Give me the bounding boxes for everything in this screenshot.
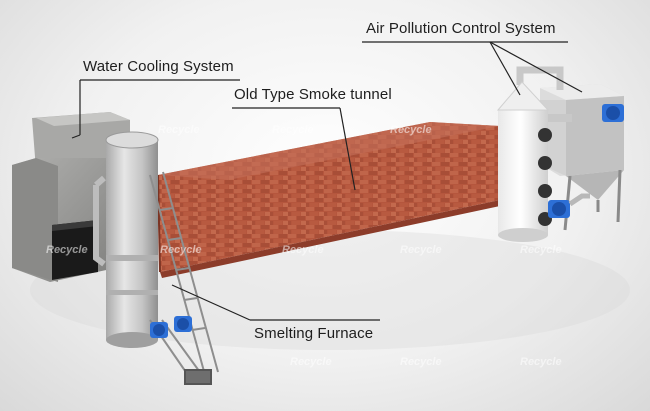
air-pollution-control-system <box>496 66 624 242</box>
label-old-type-smoke-tunnel: Old Type Smoke tunnel <box>234 86 392 103</box>
label-smelting-furnace: Smelting Furnace <box>254 325 374 342</box>
watermark: Recycle <box>520 244 562 256</box>
label-leader-lines <box>71 41 583 321</box>
water-cooling-block <box>12 112 130 282</box>
label-air-pollution-control-system: Air Pollution Control System <box>366 20 556 37</box>
furnace-fans <box>150 316 192 338</box>
feed-conveyor <box>149 171 219 385</box>
watermark: Recycle <box>290 356 332 368</box>
watermark: Recycle <box>158 124 200 136</box>
watermark: Recycle <box>400 244 442 256</box>
smelting-furnace <box>93 131 159 348</box>
watermark: Recycle <box>400 356 442 368</box>
watermark: Recycle <box>282 244 324 256</box>
watermark: Recycle <box>390 124 432 136</box>
watermark: Recycle <box>272 124 314 136</box>
watermark: Recycle <box>520 356 562 368</box>
smoke-tunnel <box>157 122 500 278</box>
label-water-cooling-system: Water Cooling System <box>83 58 234 75</box>
watermark: Recycle <box>160 244 202 256</box>
watermark: Recycle <box>46 244 88 256</box>
